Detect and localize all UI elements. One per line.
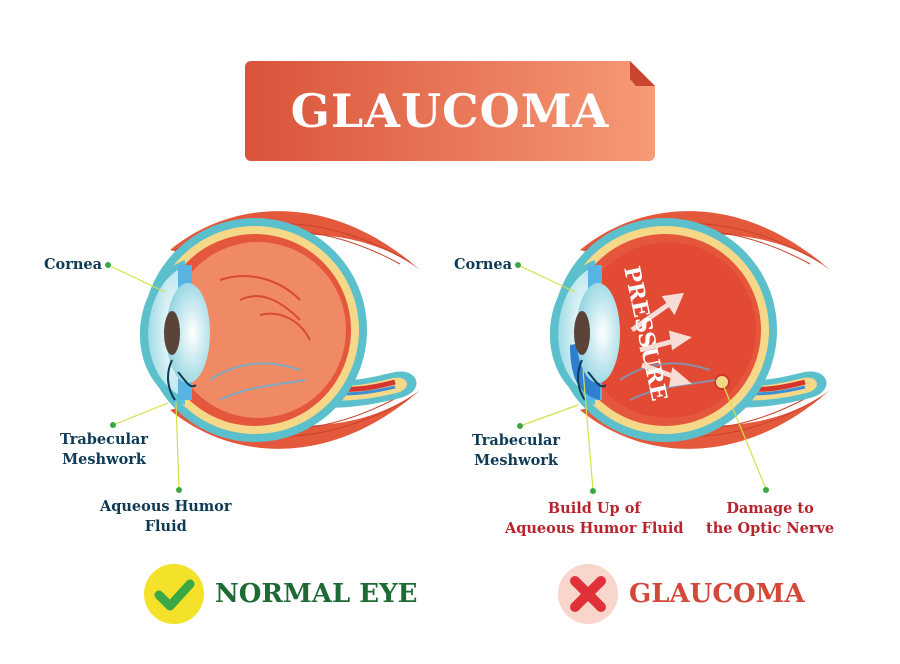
normal-eye-status: NORMAL EYE <box>143 563 418 625</box>
buildup-label: Build Up of Aqueous Humor Fluid <box>505 500 684 537</box>
normal-trabecular-label: Trabecular Meshwork <box>60 431 149 468</box>
leader-lines <box>107 264 767 491</box>
x-icon <box>558 564 618 624</box>
normal-eye-diagram <box>139 210 421 450</box>
optic-damage-label: Damage to the Optic Nerve <box>706 500 835 537</box>
banner-fold-corner <box>630 61 655 86</box>
leader-dots <box>105 262 769 494</box>
glaucoma-status: GLAUCOMA <box>557 563 805 625</box>
glaucoma-trabecular-label: Trabecular Meshwork <box>472 432 561 469</box>
check-icon <box>144 564 204 624</box>
glaucoma-cornea-label: Cornea <box>454 256 513 273</box>
glaucoma-text: GLAUCOMA <box>629 579 805 609</box>
normal-eye-text: NORMAL EYE <box>215 579 418 609</box>
glaucoma-eye-diagram: PRESSURE <box>549 210 831 450</box>
title-banner <box>245 61 655 161</box>
normal-aqueous-label: Aqueous Humor Fluid <box>100 498 232 535</box>
normal-cornea-label: Cornea <box>44 256 103 273</box>
page-title: GLAUCOMA <box>290 84 610 138</box>
